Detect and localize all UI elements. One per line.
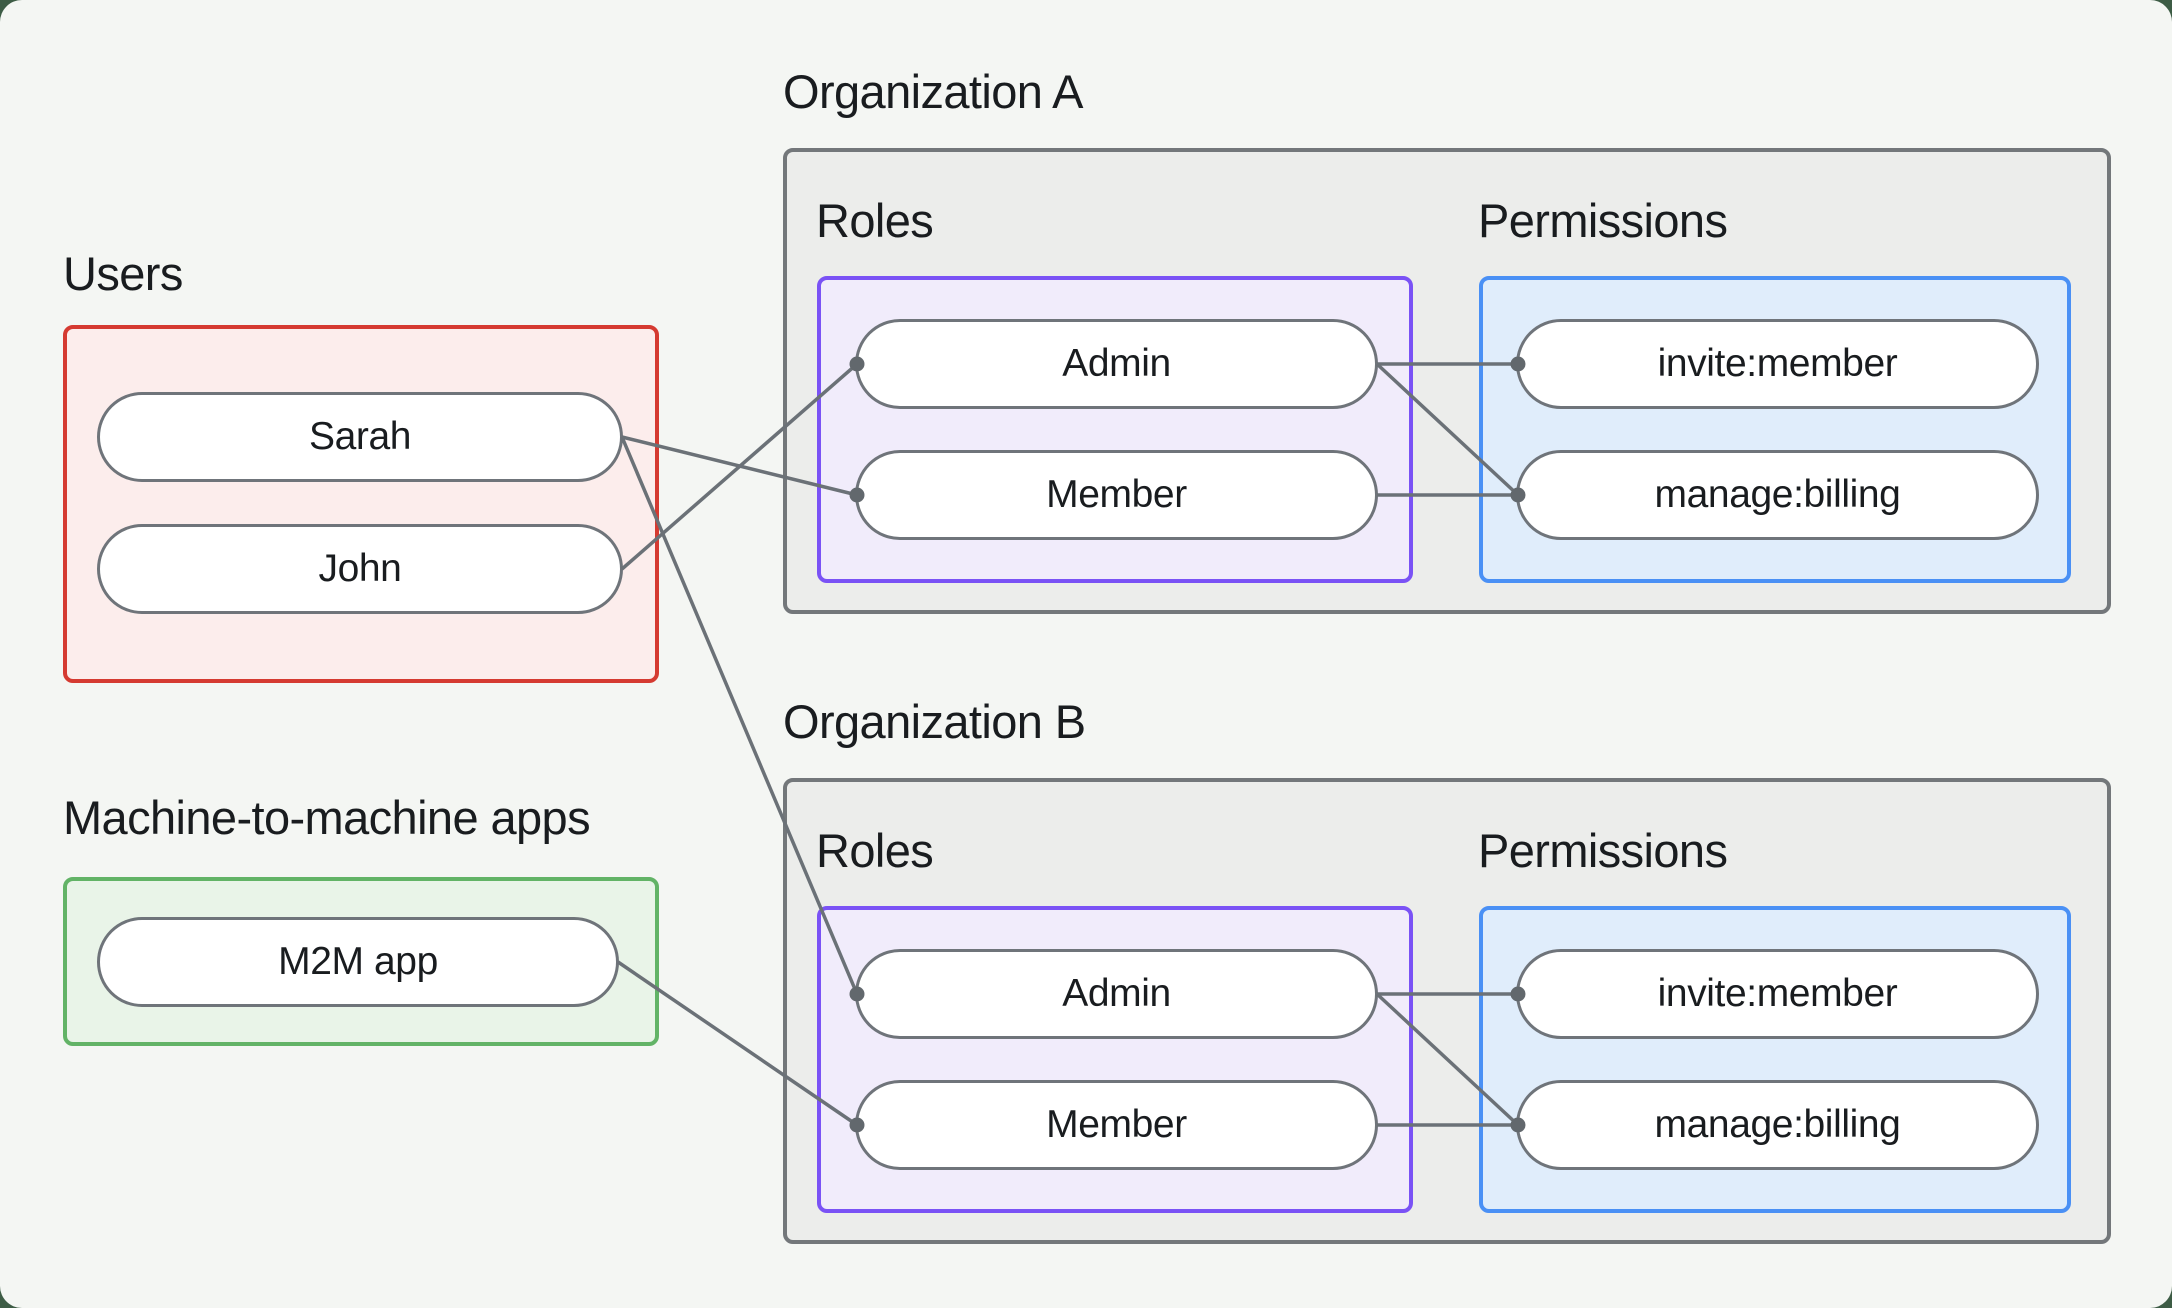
org-a-container: Roles Admin Member Permissions invite:me… <box>783 148 2111 614</box>
role-node: Admin <box>855 949 1378 1039</box>
user-node: Sarah <box>97 392 623 482</box>
permission-node: manage:billing <box>1516 450 2039 540</box>
permission-node: invite:member <box>1516 949 2039 1039</box>
role-node: Member <box>855 1080 1378 1170</box>
permissions-label: Permissions <box>1478 824 1728 877</box>
roles-group: Admin Member <box>817 276 1413 583</box>
m2m-label: Machine-to-machine apps <box>63 791 591 844</box>
roles-label: Roles <box>816 824 934 877</box>
permissions-label: Permissions <box>1478 194 1728 247</box>
roles-label: Roles <box>816 194 934 247</box>
permissions-group: invite:member manage:billing <box>1479 276 2071 583</box>
users-group: Sarah John <box>63 325 659 683</box>
role-node: Admin <box>855 319 1378 409</box>
m2m-node: M2M app <box>97 917 619 1007</box>
org-b-title: Organization B <box>783 695 1086 748</box>
roles-group: Admin Member <box>817 906 1413 1213</box>
org-a-title: Organization A <box>783 65 1084 118</box>
permission-node: invite:member <box>1516 319 2039 409</box>
role-node: Member <box>855 450 1378 540</box>
m2m-group: M2M app <box>63 877 659 1046</box>
users-label: Users <box>63 247 183 300</box>
user-node: John <box>97 524 623 614</box>
permissions-group: invite:member manage:billing <box>1479 906 2071 1213</box>
org-b-container: Roles Admin Member Permissions invite:me… <box>783 778 2111 1244</box>
permission-node: manage:billing <box>1516 1080 2039 1170</box>
